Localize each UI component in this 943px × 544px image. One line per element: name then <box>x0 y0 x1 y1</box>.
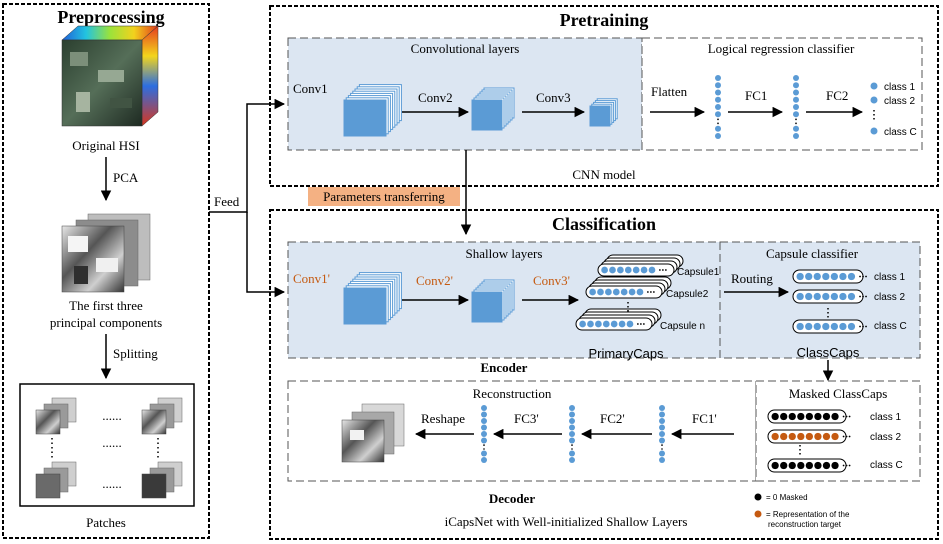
pretraining-title: Pretraining <box>560 10 649 30</box>
masked-class-c: class C <box>870 460 903 471</box>
masked-class-1: class 1 <box>870 412 902 423</box>
shallow-title: Shallow layers <box>466 246 543 261</box>
conv3-feature-maps <box>589 98 618 127</box>
classification-frame <box>269 209 939 540</box>
conv1-feature-maps <box>343 84 402 137</box>
class-caps-label: ClassCaps <box>797 345 860 360</box>
fc3p-label: FC3' <box>514 411 539 426</box>
class-caps <box>792 269 867 334</box>
patches-dots-middle: ...... <box>102 435 122 450</box>
primary-caps-label: PrimaryCaps <box>588 346 664 361</box>
conv2-label: Conv2 <box>418 90 453 105</box>
capsule-classifier-title: Capsule classifier <box>766 246 859 261</box>
splitting-label: Splitting <box>113 346 158 361</box>
patch-bottom-right <box>141 461 183 499</box>
legend-masked-dot <box>754 493 762 501</box>
icapsnet-label: iCapsNet with Well-initialized Shallow L… <box>445 514 688 529</box>
capsule-n-label: Capsule n <box>660 321 705 332</box>
original-hsi-cube <box>61 25 159 127</box>
patch-top-right <box>141 397 183 435</box>
conv3p-label: Conv3' <box>533 273 570 288</box>
pretrain-class-c: class C <box>884 127 917 138</box>
patches-label: Patches <box>86 515 126 530</box>
flatten-nodes <box>715 75 721 139</box>
conv1-label: Conv1 <box>293 81 328 96</box>
pretrain-class-1: class 1 <box>884 82 916 93</box>
fc2-label: FC2 <box>826 88 848 103</box>
routing-label: Routing <box>731 271 773 286</box>
reconstructed-patch <box>341 403 405 463</box>
reconstruction-title: Reconstruction <box>473 386 552 401</box>
fc2p-label: FC2' <box>600 411 625 426</box>
lr-panel-title: Logical regression classifier <box>708 41 855 56</box>
conv2p-feature-maps <box>471 279 515 323</box>
patches-dots-bottom: ...... <box>102 476 122 491</box>
conv3-label: Conv3 <box>536 90 571 105</box>
conv1p-feature-maps <box>343 272 402 325</box>
capsule1-label: Capsule1 <box>677 267 720 278</box>
capsule2-label: Capsule2 <box>666 289 709 300</box>
encoder-label: Encoder <box>481 360 528 375</box>
fc1-nodes <box>793 75 799 139</box>
pretraining-frame <box>269 5 939 187</box>
feed-label: Feed <box>214 194 240 209</box>
legend-target-text-1: = Representation of the <box>766 510 850 519</box>
caps-class-1: class 1 <box>874 272 906 283</box>
masked-class-caps <box>767 409 851 473</box>
pc-label-line2: principal components <box>50 315 162 330</box>
legend-masked-text: = 0 Masked <box>766 493 808 502</box>
fc1p-label: FC1' <box>692 411 717 426</box>
decoder-fc2-nodes <box>569 405 575 463</box>
pretrain-class-2: class 2 <box>884 96 916 107</box>
decoder-fc1-nodes <box>659 405 665 463</box>
cnn-model-label: CNN model <box>572 167 636 182</box>
legend-target-text-2: reconstruction target <box>768 520 842 529</box>
conv2p-label: Conv2' <box>416 273 453 288</box>
conv-panel-title: Convolutional layers <box>411 41 520 56</box>
conv1p-label: Conv1' <box>293 271 330 286</box>
preprocessing-title: Preprocessing <box>57 7 164 27</box>
original-hsi-label: Original HSI <box>72 138 140 153</box>
feed-arrow-pretraining <box>209 98 286 213</box>
reshape-label: Reshape <box>421 411 465 426</box>
classification-title: Classification <box>552 214 656 234</box>
caps-class-c: class C <box>874 321 907 332</box>
patch-bottom-left <box>35 461 77 499</box>
legend-target-dot <box>754 510 762 518</box>
principal-components-stack <box>61 213 151 293</box>
transfer-label: Parameters transferring <box>323 189 445 204</box>
transfer-badge <box>308 187 460 206</box>
masked-caps-title: Masked ClassCaps <box>789 386 888 401</box>
primary-caps <box>575 254 684 331</box>
conv2-feature-maps <box>471 87 515 131</box>
pca-label: PCA <box>113 170 139 185</box>
patches-dots-top: ...... <box>102 408 122 423</box>
fc1-label: FC1 <box>745 88 767 103</box>
flatten-label: Flatten <box>651 84 688 99</box>
patch-top-left <box>35 397 77 435</box>
feed-arrow-classification <box>246 212 286 298</box>
pc-label-line1: The first three <box>69 298 143 313</box>
output-nodes <box>870 82 878 135</box>
preprocessing-frame <box>2 3 210 539</box>
masked-class-2: class 2 <box>870 432 902 443</box>
decoder-label: Decoder <box>489 491 535 506</box>
decoder-fc3-nodes <box>481 405 487 463</box>
caps-class-2: class 2 <box>874 292 906 303</box>
